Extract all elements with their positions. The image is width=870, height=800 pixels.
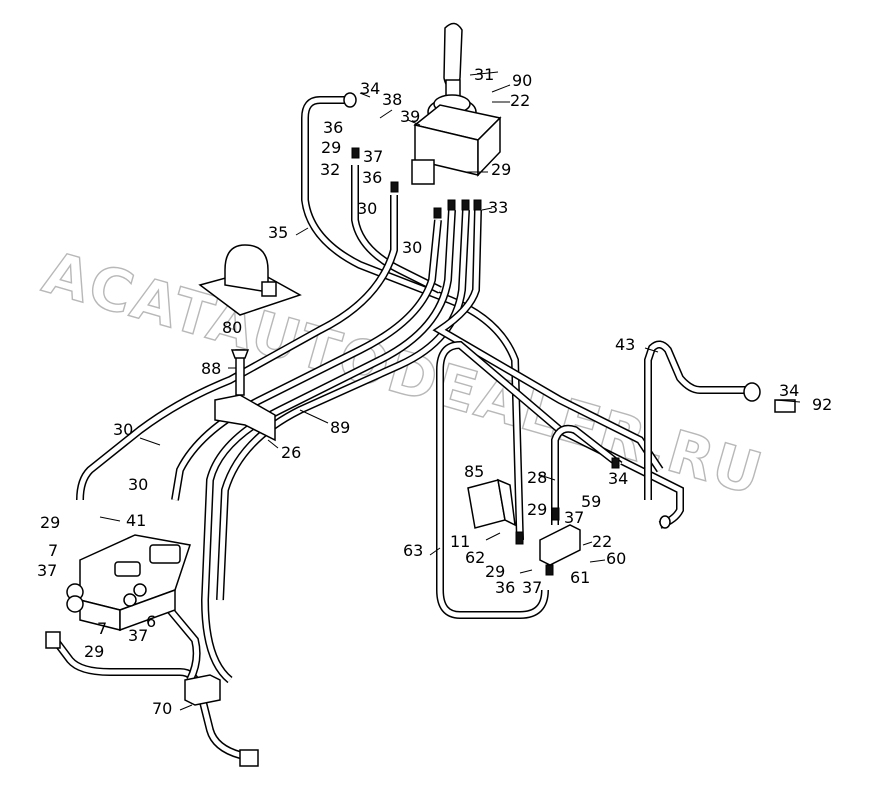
label-32: 32 [320, 160, 340, 179]
label-92: 92 [812, 395, 832, 414]
label-31: 31 [474, 65, 494, 84]
fittings [343, 92, 796, 576]
label-41: 41 [126, 511, 146, 530]
label-35: 35 [268, 223, 288, 242]
label-34: 34 [360, 79, 380, 98]
leader-lines [99, 71, 801, 711]
main-control-valve [66, 534, 191, 632]
label-30: 30 [128, 475, 148, 494]
label-61: 61 [570, 568, 590, 587]
label-7: 7 [97, 619, 107, 638]
label-60: 60 [606, 549, 626, 568]
label-43: 43 [615, 335, 635, 354]
label-37: 37 [128, 626, 148, 645]
label-37: 37 [363, 147, 383, 166]
label-37: 37 [564, 508, 584, 527]
label-63: 63 [403, 541, 423, 560]
block-70 [45, 631, 259, 767]
label-22: 22 [592, 532, 612, 551]
label-38: 38 [382, 90, 402, 109]
label-33: 33 [488, 198, 508, 217]
clamp-26 [214, 349, 276, 442]
label-89: 89 [330, 418, 350, 437]
hose-bundle [51, 96, 745, 764]
label-59: 59 [581, 492, 601, 511]
label-26: 26 [281, 443, 301, 462]
label-11: 11 [450, 532, 470, 551]
bracket-85 [467, 478, 516, 529]
label-34: 34 [608, 469, 628, 488]
label-80: 80 [222, 318, 242, 337]
label-36: 36 [495, 578, 515, 597]
label-29: 29 [491, 160, 511, 179]
label-29: 29 [321, 138, 341, 157]
label-70: 70 [152, 699, 172, 718]
label-36: 36 [362, 168, 382, 187]
label-62: 62 [465, 548, 485, 567]
label-28: 28 [527, 468, 547, 487]
label-29: 29 [527, 500, 547, 519]
label-29: 29 [485, 562, 505, 581]
label-30: 30 [357, 199, 377, 218]
label-30: 30 [402, 238, 422, 257]
bracket-80 [198, 244, 302, 316]
part-labels: 31 90 22 34 38 39 36 29 37 32 36 29 30 3… [37, 65, 832, 718]
label-39: 39 [400, 107, 420, 126]
block-61 [539, 524, 581, 566]
label-37: 37 [37, 561, 57, 580]
label-30: 30 [113, 420, 133, 439]
label-6: 6 [146, 612, 156, 631]
label-37: 37 [522, 578, 542, 597]
label-34: 34 [779, 381, 799, 400]
label-85: 85 [464, 462, 484, 481]
label-7: 7 [48, 541, 58, 560]
label-36: 36 [323, 118, 343, 137]
label-29: 29 [84, 642, 104, 661]
label-90: 90 [512, 71, 532, 90]
label-22: 22 [510, 91, 530, 110]
label-29: 29 [40, 513, 60, 532]
label-88: 88 [201, 359, 221, 378]
pilot-joystick-valve [411, 22, 502, 185]
